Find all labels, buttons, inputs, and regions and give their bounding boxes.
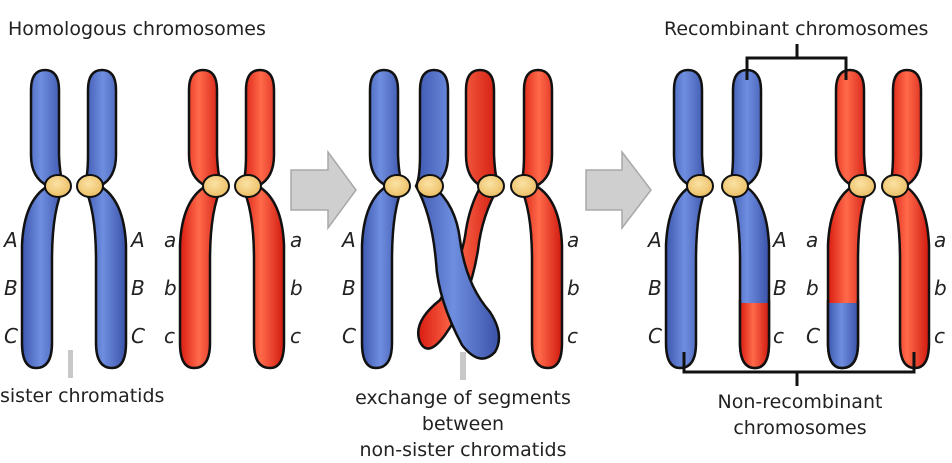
centromere [76,174,104,198]
nonrecombinant-caption-line2: chromosomes [733,417,867,439]
blue-chromosome-1 [20,68,128,370]
centromere [383,174,411,198]
allele-B: B [342,276,356,300]
allele-C: C [131,324,145,348]
allele-a: a [806,228,819,252]
allele-c: c [164,324,175,348]
crossing-over-diagram [20,44,931,386]
allele-b: b [806,276,819,300]
centromere [44,174,72,198]
centromere [510,174,538,198]
chromatid [240,68,286,370]
recombinant-bracket [745,44,848,80]
recombinant-segment-blue [828,303,858,368]
arrow-right-icon [585,149,652,231]
exchange-caption-line2: non-sister chromatids [359,439,567,461]
chromatid [82,68,128,370]
allele-b: b [164,276,177,300]
blue-chromosome-result [664,68,771,370]
chromatid [360,68,405,370]
allele-C: C [648,324,662,348]
red-chromosome-result [826,68,931,370]
red-chromosome-1 [178,68,286,370]
allele-B: B [648,276,662,300]
homologous-label: Homologous chromosomes [8,18,266,40]
centromere [686,174,714,198]
nonrecombinant-caption: Non-recombinant chromosomes [700,389,900,441]
allele-A: A [648,228,662,252]
nonrecombinant-bracket [682,352,916,386]
recombinant-label: Recombinant chromosomes [664,18,929,40]
allele-A: A [131,228,145,252]
chromatid [417,68,501,350]
centromere [202,174,230,198]
recombinant-segment-red [740,303,769,368]
allele-C: C [806,324,820,348]
chromatid [887,68,931,370]
allele-A: A [773,228,787,252]
allele-a: a [934,228,947,252]
centromere [721,174,749,198]
centromere [477,174,505,198]
allele-a: a [567,228,580,252]
allele-b: b [567,276,580,300]
chromatid [414,68,501,360]
arrow-right-icon [290,149,357,231]
exchange-caption-line1: exchange of segments between [355,387,571,435]
allele-C: C [342,324,356,348]
crossing-over-pair [360,68,564,370]
allele-a: a [290,228,303,252]
sister-chromatids-label: sister chromatids [0,385,165,407]
nonrecombinant-caption-line1: Non-recombinant [717,391,883,413]
centromere [234,174,262,198]
chromatid [664,68,709,370]
allele-a: a [164,228,177,252]
exchange-pointer-bar [460,352,466,380]
allele-c: c [934,324,945,348]
allele-C: C [4,324,18,348]
allele-A: A [342,228,356,252]
allele-A: A [4,228,18,252]
centromere [848,174,876,198]
centromere [881,174,909,198]
allele-b: b [290,276,303,300]
chromatid [20,68,66,370]
centromere [416,174,444,198]
allele-c: c [567,324,578,348]
allele-B: B [773,276,787,300]
chromatid-outline [738,300,771,370]
chromatid-outline [826,300,860,370]
exchange-caption: exchange of segments between non-sister … [328,385,598,463]
chromatid [518,68,564,370]
allele-c: c [290,324,301,348]
allele-B: B [4,276,18,300]
sister-pointer-bar [68,350,73,378]
allele-b: b [934,276,947,300]
chromatid [178,68,224,370]
allele-c: c [773,324,784,348]
allele-B: B [131,276,145,300]
